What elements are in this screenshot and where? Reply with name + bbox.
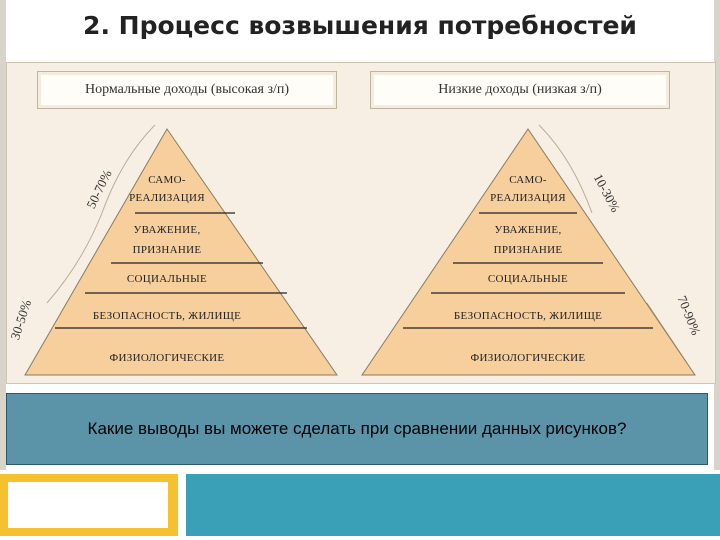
right-pyramid: САМО- РЕАЛИЗАЦИЯ УВАЖЕНИЕ, ПРИЗНАНИЕ СОЦ… bbox=[361, 124, 704, 376]
right-level-safety: БЕЗОПАСНОСТЬ, ЖИЛИЩЕ bbox=[454, 310, 602, 322]
left-level-self: САМО- bbox=[148, 174, 186, 186]
slide-title: 2. Процесс возвышения потребностей bbox=[83, 11, 637, 40]
slide-left-border bbox=[0, 0, 6, 470]
left-level-esteem: УВАЖЕНИЕ, bbox=[133, 224, 200, 236]
pyramids-svg: САМО- РЕАЛИЗАЦИЯ УВАЖЕНИЕ, ПРИЗНАНИЕ СОЦ… bbox=[7, 124, 704, 376]
left-bottom-share: 30-50% bbox=[7, 298, 34, 342]
left-level-safety: БЕЗОПАСНОСТЬ, ЖИЛИЩЕ bbox=[93, 310, 241, 322]
footer-accent-teal bbox=[186, 474, 720, 536]
right-level-esteem: УВАЖЕНИЕ, bbox=[494, 224, 561, 236]
left-level-physiological: ФИЗИОЛОГИЧЕСКИЕ bbox=[110, 352, 225, 364]
footer-accent-inner bbox=[8, 482, 168, 528]
right-level-self: САМО- bbox=[509, 174, 547, 186]
footer-accent-yellow bbox=[0, 474, 178, 536]
right-top-share: 10-30% bbox=[591, 171, 624, 215]
left-top-bracket bbox=[101, 124, 156, 214]
question-text: Какие выводы вы можете сделать при сравн… bbox=[87, 419, 627, 438]
right-bottom-share: 70-90% bbox=[675, 293, 704, 337]
left-side-bracket bbox=[46, 212, 103, 304]
pyramids-figure: Нормальные доходы (высокая з/п) Низкие д… bbox=[6, 62, 716, 384]
right-level-self-2: РЕАЛИЗАЦИЯ bbox=[490, 192, 566, 204]
right-pyramid-body bbox=[361, 128, 696, 376]
right-pyramid-header: Низкие доходы (низкая з/п) bbox=[370, 71, 670, 109]
right-level-physiological: ФИЗИОЛОГИЧЕСКИЕ bbox=[471, 352, 586, 364]
left-level-esteem-2: ПРИЗНАНИЕ bbox=[133, 244, 202, 256]
question-box: Какие выводы вы можете сделать при сравн… bbox=[6, 393, 708, 465]
slide-right-border bbox=[714, 0, 720, 470]
left-pyramid: САМО- РЕАЛИЗАЦИЯ УВАЖЕНИЕ, ПРИЗНАНИЕ СОЦ… bbox=[7, 124, 338, 376]
left-level-self-2: РЕАЛИЗАЦИЯ bbox=[129, 192, 205, 204]
right-level-esteem-2: ПРИЗНАНИЕ bbox=[494, 244, 563, 256]
right-top-bracket bbox=[538, 124, 593, 214]
left-level-social: СОЦИАЛЬНЫЕ bbox=[127, 273, 207, 285]
right-level-social: СОЦИАЛЬНЫЕ bbox=[488, 273, 568, 285]
left-pyramid-body bbox=[24, 128, 338, 376]
left-top-share: 50-70% bbox=[83, 167, 115, 211]
left-pyramid-header: Нормальные доходы (высокая з/п) bbox=[37, 71, 337, 109]
